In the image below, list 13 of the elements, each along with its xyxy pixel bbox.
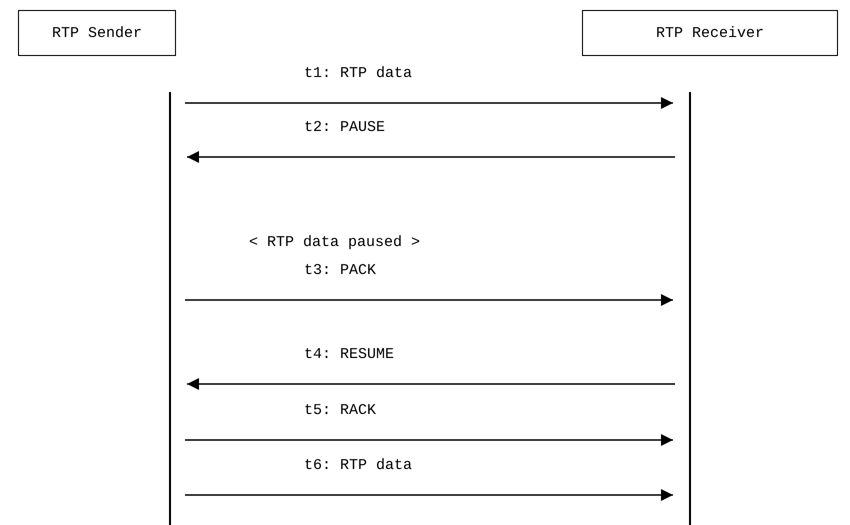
participant-box [582,10,838,56]
state-note: < RTP data paused > [247,234,422,251]
participant-box [18,10,176,56]
message-arrow [185,434,673,446]
message-arrow [185,97,673,109]
lifeline [169,92,171,525]
message-arrow [187,378,675,390]
participant-name: RTP Receiver [656,24,764,42]
message-arrow [185,294,673,306]
message-arrow [187,151,675,163]
lifeline [689,92,691,525]
participant-name: RTP Sender [52,24,142,42]
message-arrow [185,489,673,501]
